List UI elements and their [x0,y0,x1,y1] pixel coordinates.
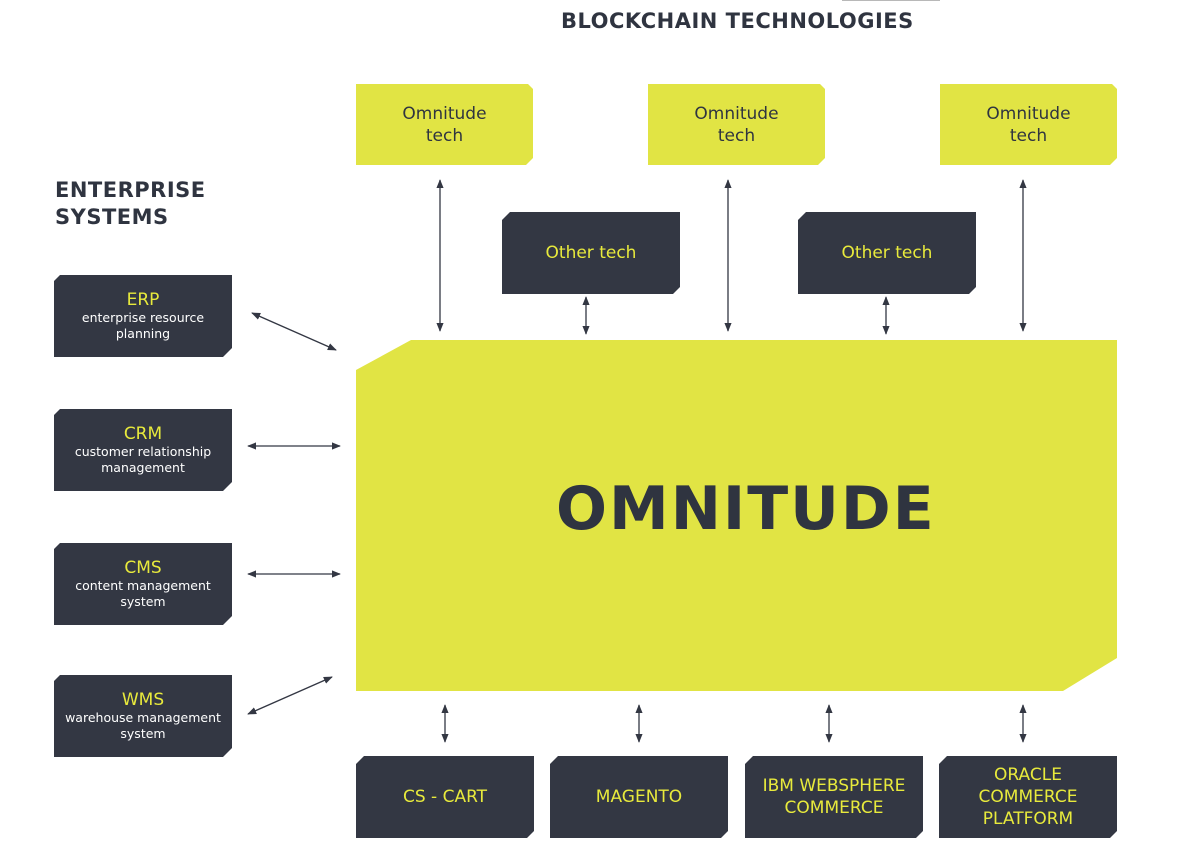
erp-description: enterprise resource planning [81,310,205,341]
platform-box-oracle-commerce: ORACLE COMMERCE PLATFORM [939,756,1117,838]
platform-label: ORACLE COMMERCE PLATFORM [978,765,1078,829]
cms-description: content management system [75,578,211,609]
platform-box-magento: MAGENTO [550,756,728,838]
other-tech-box-2: Other tech [798,212,976,294]
crm-box: CRM customer relationship management [54,409,232,491]
omnitude-tech-label: Omnitude tech [694,103,779,146]
wms-description: warehouse management system [65,710,221,741]
other-tech-label: Other tech [841,243,933,263]
platform-box-cs-cart: CS - CART [356,756,534,838]
platform-label: IBM WEBSPHERE COMMERCE [762,776,906,818]
other-tech-label: Other tech [545,243,637,263]
omnitude-core-label: OMNITUDE [556,474,936,544]
platform-label: MAGENTO [595,787,683,807]
wms-box: WMS warehouse management system [54,675,232,757]
enterprise-systems-heading: ENTERPRISE SYSTEMS [55,178,206,229]
omnitude-tech-box-3: Omnitude tech [940,84,1117,165]
arrow-erp [251,312,337,351]
omnitude-core-block [356,340,1117,691]
other-tech-box-1: Other tech [502,212,680,294]
erp-box: ERP enterprise resource planning [54,275,232,357]
top-divider [842,0,940,1]
platform-label: CS - CART [402,787,488,807]
cms-box: CMS content management system [54,543,232,625]
platform-box-ibm-websphere: IBM WEBSPHERE COMMERCE [745,756,923,838]
omnitude-tech-label: Omnitude tech [402,103,487,146]
arrow-wms [247,676,333,715]
blockchain-technologies-heading: BLOCKCHAIN TECHNOLOGIES [561,9,914,33]
wms-abbr: WMS [121,690,165,710]
crm-abbr: CRM [123,424,163,444]
omnitude-tech-box-2: Omnitude tech [648,84,825,165]
cms-abbr: CMS [124,558,162,578]
omnitude-tech-box-1: Omnitude tech [356,84,533,165]
omnitude-tech-label: Omnitude tech [986,103,1071,146]
erp-abbr: ERP [126,290,160,310]
crm-description: customer relationship management [74,444,212,475]
